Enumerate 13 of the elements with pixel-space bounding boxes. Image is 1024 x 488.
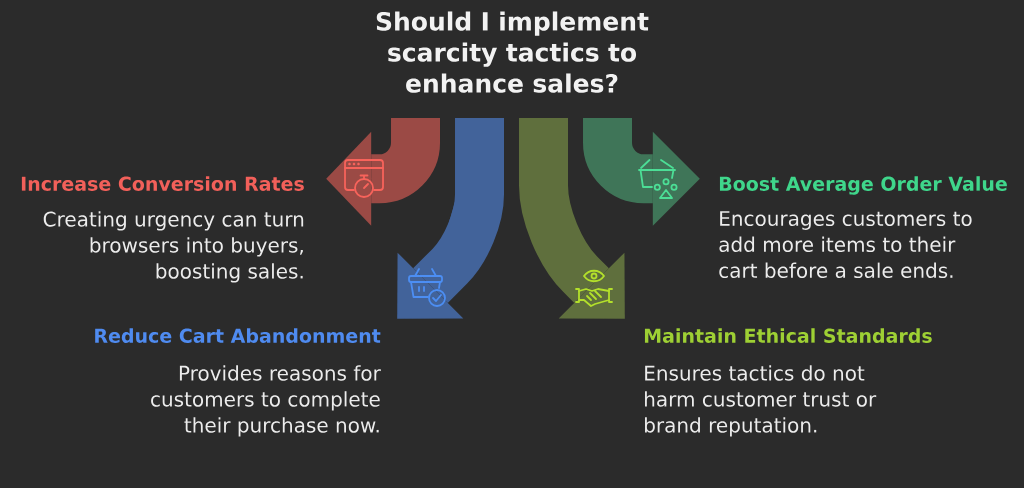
curved-arrow [326, 118, 440, 226]
description-text: Creating urgency can turn browsers into buyers, boosting sales. [43, 211, 304, 283]
heading: Increase Conversion Rates [21, 176, 304, 191]
question-title: Should I implement scarcity tactics to enhance sales? [376, 11, 649, 93]
heading: Maintain Ethical Standards [644, 328, 932, 343]
description-text: Ensures tactics do not harm customer trust or brand reputation. [645, 365, 877, 437]
curved-arrow [583, 118, 700, 226]
curved-arrow [397, 118, 504, 319]
description-text: Provides reasons for customers to complete their purchase now. [151, 365, 381, 437]
heading: Boost Average Order Value [719, 176, 1007, 195]
heading: Reduce Cart Abandonment [95, 328, 381, 343]
curved-arrow [519, 118, 625, 319]
description-text: Encourages customers to add more items to their cart before a sale ends. [719, 211, 972, 279]
